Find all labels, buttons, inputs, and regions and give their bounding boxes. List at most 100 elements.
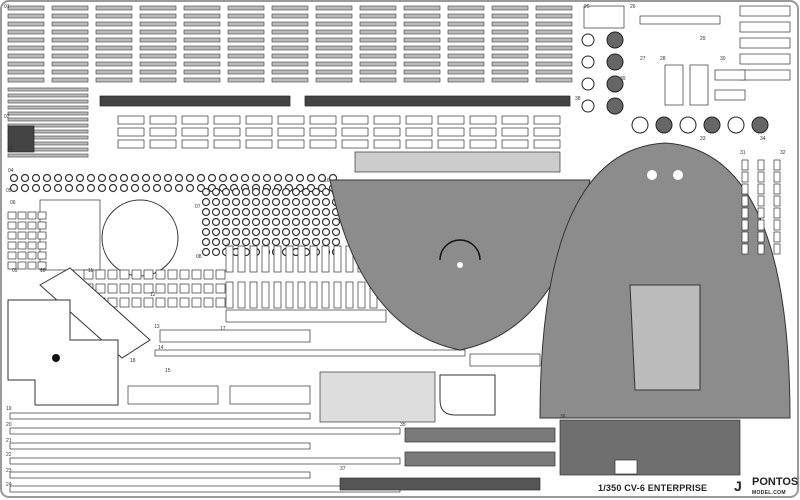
- small-part: [37, 261, 47, 270]
- railing-bar: [183, 45, 221, 51]
- railing-bar: [315, 53, 353, 59]
- ring-part: [331, 227, 341, 237]
- small-part: [27, 231, 37, 240]
- ring-part: [211, 227, 221, 237]
- railing-bar: [271, 69, 309, 75]
- part-26: [583, 5, 625, 29]
- railing-bar: [491, 13, 529, 19]
- small-part: [309, 127, 337, 137]
- support-leg: [309, 281, 318, 309]
- ring-part: [201, 197, 211, 207]
- railing-bar: [271, 37, 309, 43]
- support-leg: [237, 245, 246, 273]
- grating: [229, 385, 311, 405]
- small-part: [533, 139, 561, 149]
- railing-bar: [51, 13, 89, 19]
- railing-bar: [403, 5, 441, 11]
- ring-part: [201, 207, 211, 217]
- small-part: [213, 127, 241, 137]
- ring-part: [291, 197, 301, 207]
- railing-bar: [51, 21, 89, 27]
- radar-disc: [101, 199, 179, 277]
- ring-part: [284, 173, 294, 183]
- ring-part: [301, 237, 311, 247]
- support-leg: [297, 245, 306, 273]
- bracket-part: [167, 283, 178, 294]
- part-number-label: 28: [660, 56, 666, 62]
- small-part: [149, 139, 177, 149]
- wheel-part: [655, 116, 673, 134]
- bracket-part: [107, 269, 118, 280]
- bracket-part: [119, 269, 130, 280]
- ring-part: [31, 183, 41, 193]
- wheel-part: [631, 116, 649, 134]
- small-part: [341, 115, 369, 125]
- railing-bar: [403, 77, 441, 83]
- side-panel: [404, 427, 556, 443]
- ring-part: [271, 207, 281, 217]
- ring-part: [221, 187, 231, 197]
- ring-part: [64, 173, 74, 183]
- cleat: [773, 195, 781, 207]
- small-part: [37, 221, 47, 230]
- part-number-label: 06: [10, 200, 16, 206]
- railing-bar: [403, 21, 441, 27]
- ring-part: [301, 197, 311, 207]
- bracket-part: [215, 269, 226, 280]
- small-part: [469, 115, 497, 125]
- ring-part: [291, 227, 301, 237]
- bracket-part: [143, 283, 154, 294]
- part-number-label: 13: [154, 324, 160, 330]
- small-part: [405, 115, 433, 125]
- railing-bar: [447, 77, 485, 83]
- small-part: [149, 127, 177, 137]
- part-04: [7, 125, 35, 153]
- railing-bar: [403, 61, 441, 67]
- small-part: [17, 211, 27, 220]
- bracket-part: [215, 297, 226, 308]
- ring-part: [163, 173, 173, 183]
- ring-part: [261, 187, 271, 197]
- railing-bar: [447, 45, 485, 51]
- support-leg: [321, 245, 330, 273]
- ring-part: [196, 173, 206, 183]
- part-number-label: 11: [88, 268, 93, 274]
- railing-bar: [7, 13, 45, 19]
- ring-part: [311, 207, 321, 217]
- railing-bar: [403, 37, 441, 43]
- small-part: [533, 127, 561, 137]
- small-part: [405, 127, 433, 137]
- support-leg: [273, 281, 282, 309]
- part-number-label: 38: [575, 96, 581, 102]
- railing-bar: [227, 29, 265, 35]
- ring-part: [53, 173, 63, 183]
- railing-bar: [491, 77, 529, 83]
- small-part: [437, 139, 465, 149]
- railing-bar: [535, 29, 573, 35]
- small-part: [37, 231, 47, 240]
- small-part: [27, 261, 37, 270]
- railing-bar: [227, 45, 265, 51]
- railing-bar: [183, 61, 221, 67]
- railing-bar: [51, 69, 89, 75]
- ring-part: [273, 173, 283, 183]
- bracket-part: [179, 283, 190, 294]
- lattice-strip: [159, 329, 311, 343]
- railing-bar: [95, 69, 133, 75]
- ring-part: [231, 237, 241, 247]
- part-number-label: 30: [720, 56, 726, 62]
- bracket-part: [191, 283, 202, 294]
- railing-bar: [447, 13, 485, 19]
- fitting: [714, 89, 746, 101]
- railing-bar: [183, 53, 221, 59]
- railing-bar: [7, 105, 89, 110]
- ring-part: [317, 173, 327, 183]
- ring-part: [311, 197, 321, 207]
- fitting: [739, 69, 791, 81]
- railing-bar: [359, 37, 397, 43]
- railing-bar: [403, 69, 441, 75]
- bracket-part: [83, 269, 94, 280]
- bracket-part: [203, 269, 214, 280]
- brand-name: PONTOS: [752, 476, 799, 488]
- part-number-label: 12: [150, 292, 156, 298]
